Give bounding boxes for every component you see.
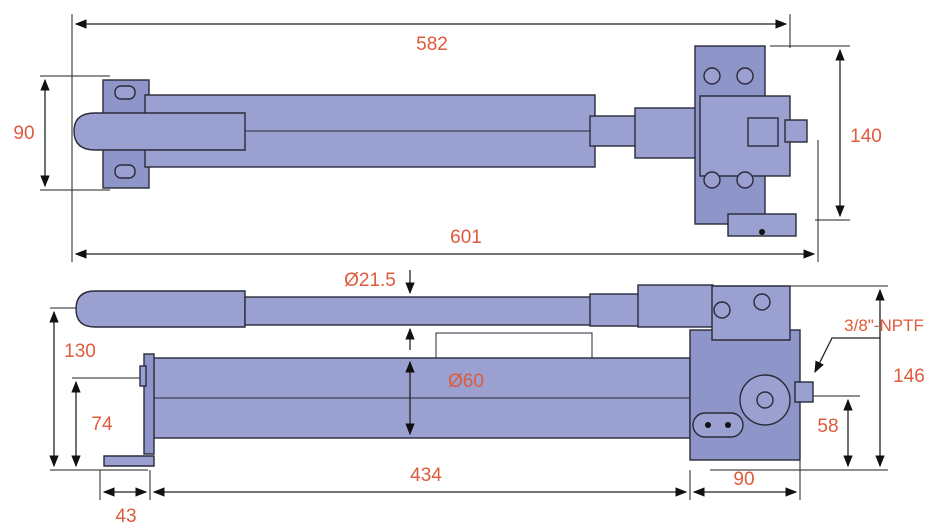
side-view: Ø21.5 130 Ø60 74 146 58 3/8"-NPTF 434 90…: [49, 270, 925, 527]
dim-21-5: Ø21.5: [344, 270, 396, 291]
handle-grip: [73, 112, 246, 151]
dim-582: 582: [416, 34, 448, 55]
dim-74: 74: [91, 414, 113, 435]
dim-434: 434: [410, 465, 442, 486]
dim-90-mount: 90: [13, 123, 34, 144]
side-handle-grip: [75, 290, 246, 328]
dim-601: 601: [450, 227, 482, 248]
top-view: 582 90 140 601: [13, 14, 882, 262]
dim-43: 43: [115, 506, 136, 527]
dim-90-head: 90: [733, 469, 754, 490]
dim-130: 130: [64, 341, 96, 362]
valve-knob-icon: [739, 374, 791, 426]
dim-146: 146: [893, 366, 925, 387]
dim-140: 140: [850, 126, 882, 147]
port-thread-label: 3/8"-NPTF: [844, 316, 924, 335]
bolt-icon: [703, 67, 754, 189]
dim-60: Ø60: [448, 371, 484, 392]
dim-58: 58: [817, 416, 838, 437]
